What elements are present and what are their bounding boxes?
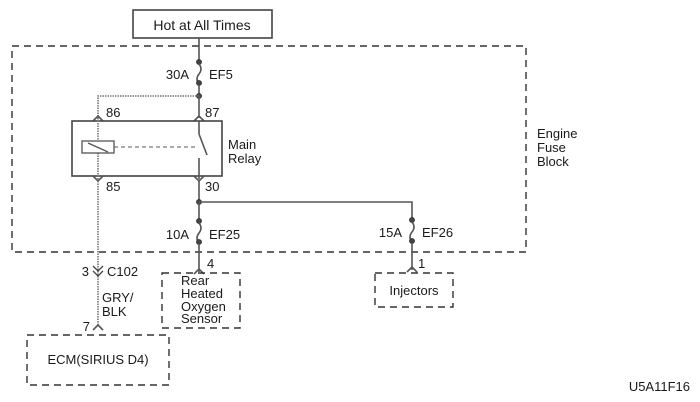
relay-label-line2: Relay xyxy=(228,151,262,166)
power-source-label: Hot at All Times xyxy=(153,17,250,33)
connector-c102: 3 C102 xyxy=(82,264,138,279)
svg-text:Oxygen: Oxygen xyxy=(181,299,226,314)
engine-fuse-block-outline xyxy=(11,45,527,253)
pin-87-label: 87 xyxy=(205,105,219,120)
coil-feed-wire xyxy=(97,95,199,118)
svg-text:Heated: Heated xyxy=(181,286,223,301)
connector-c102-symbol xyxy=(92,265,104,277)
fuse-ef26-id: EF26 xyxy=(422,225,453,240)
svg-text:Block: Block xyxy=(537,154,569,169)
injectors-pin-label: 1 xyxy=(418,256,425,271)
figure-id: U5A11F16 xyxy=(629,379,690,394)
relay-switch xyxy=(198,133,208,156)
injectors-box xyxy=(374,272,454,308)
pin-86-label: 86 xyxy=(106,105,120,120)
main-relay: Main Relay xyxy=(71,118,262,179)
fuse-ef25: 10A EF25 xyxy=(166,218,240,245)
fuse-ef5-rating: 30A xyxy=(166,67,189,82)
svg-text:Engine: Engine xyxy=(537,126,577,141)
fuse-ef26: 15A EF26 xyxy=(379,217,453,244)
connector-id-label: C102 xyxy=(107,264,138,279)
fuse-ef25-id: EF25 xyxy=(209,227,240,242)
fuse-ef5-id: EF5 xyxy=(209,67,233,82)
pin-85-label: 85 xyxy=(106,179,120,194)
injector-branch-wire xyxy=(199,201,413,220)
injectors-label: Injectors xyxy=(389,283,439,298)
pin-7-terminal xyxy=(92,323,104,331)
sensor-box xyxy=(161,272,241,329)
sensor-label: Rear Heated Oxygen Sensor xyxy=(181,273,226,326)
wire-color-line2: BLK xyxy=(102,304,127,319)
wire-color-line1: GRY/ xyxy=(102,290,134,305)
power-source-box: Hot at All Times xyxy=(132,9,273,39)
pin-87-terminal xyxy=(193,114,205,122)
fuse-ef25-rating: 10A xyxy=(166,227,189,242)
svg-text:Sensor: Sensor xyxy=(181,311,223,326)
pin-1-terminal xyxy=(406,265,418,273)
pin-86-terminal xyxy=(92,114,104,122)
sensor-pin-label: 4 xyxy=(207,256,214,271)
svg-text:Fuse: Fuse xyxy=(537,140,566,155)
ecm-label: ECM(SIRIUS D4) xyxy=(47,352,148,367)
ecm-pin-label: 7 xyxy=(83,319,90,334)
engine-fuse-block-label: Engine Fuse Block xyxy=(537,126,577,169)
fuse-ef26-rating: 15A xyxy=(379,225,402,240)
svg-text:Rear: Rear xyxy=(181,273,210,288)
fuse-ef5: 30A EF5 xyxy=(166,59,233,86)
pin-30-label: 30 xyxy=(205,179,219,194)
relay-label-line1: Main xyxy=(228,137,256,152)
connector-pin-label: 3 xyxy=(82,264,89,279)
